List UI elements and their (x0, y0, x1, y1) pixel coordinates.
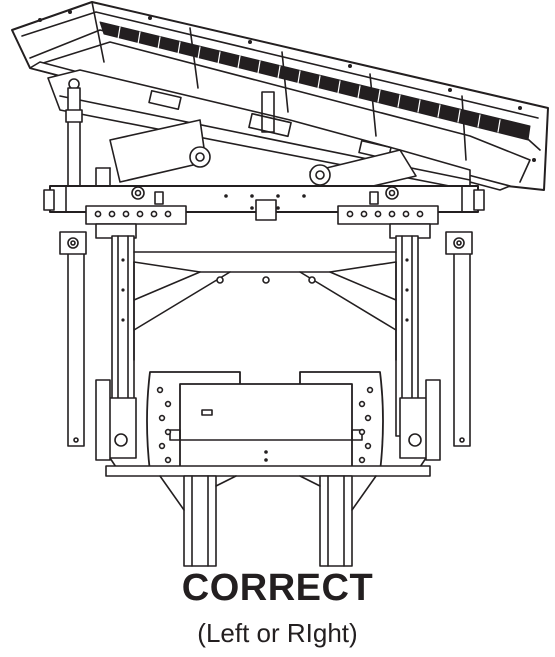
outer-legs (60, 232, 472, 446)
mount-brackets (86, 206, 438, 238)
truss-plate (134, 252, 396, 360)
plow-assembly-illustration (0, 0, 555, 575)
caption-title: CORRECT (181, 567, 374, 609)
vehicle-posts (160, 476, 376, 566)
lift-channels (112, 236, 418, 436)
caption-subtitle: (Left or RIght) (197, 618, 358, 648)
pivot-frame (48, 70, 470, 196)
lower-mount (96, 372, 440, 476)
